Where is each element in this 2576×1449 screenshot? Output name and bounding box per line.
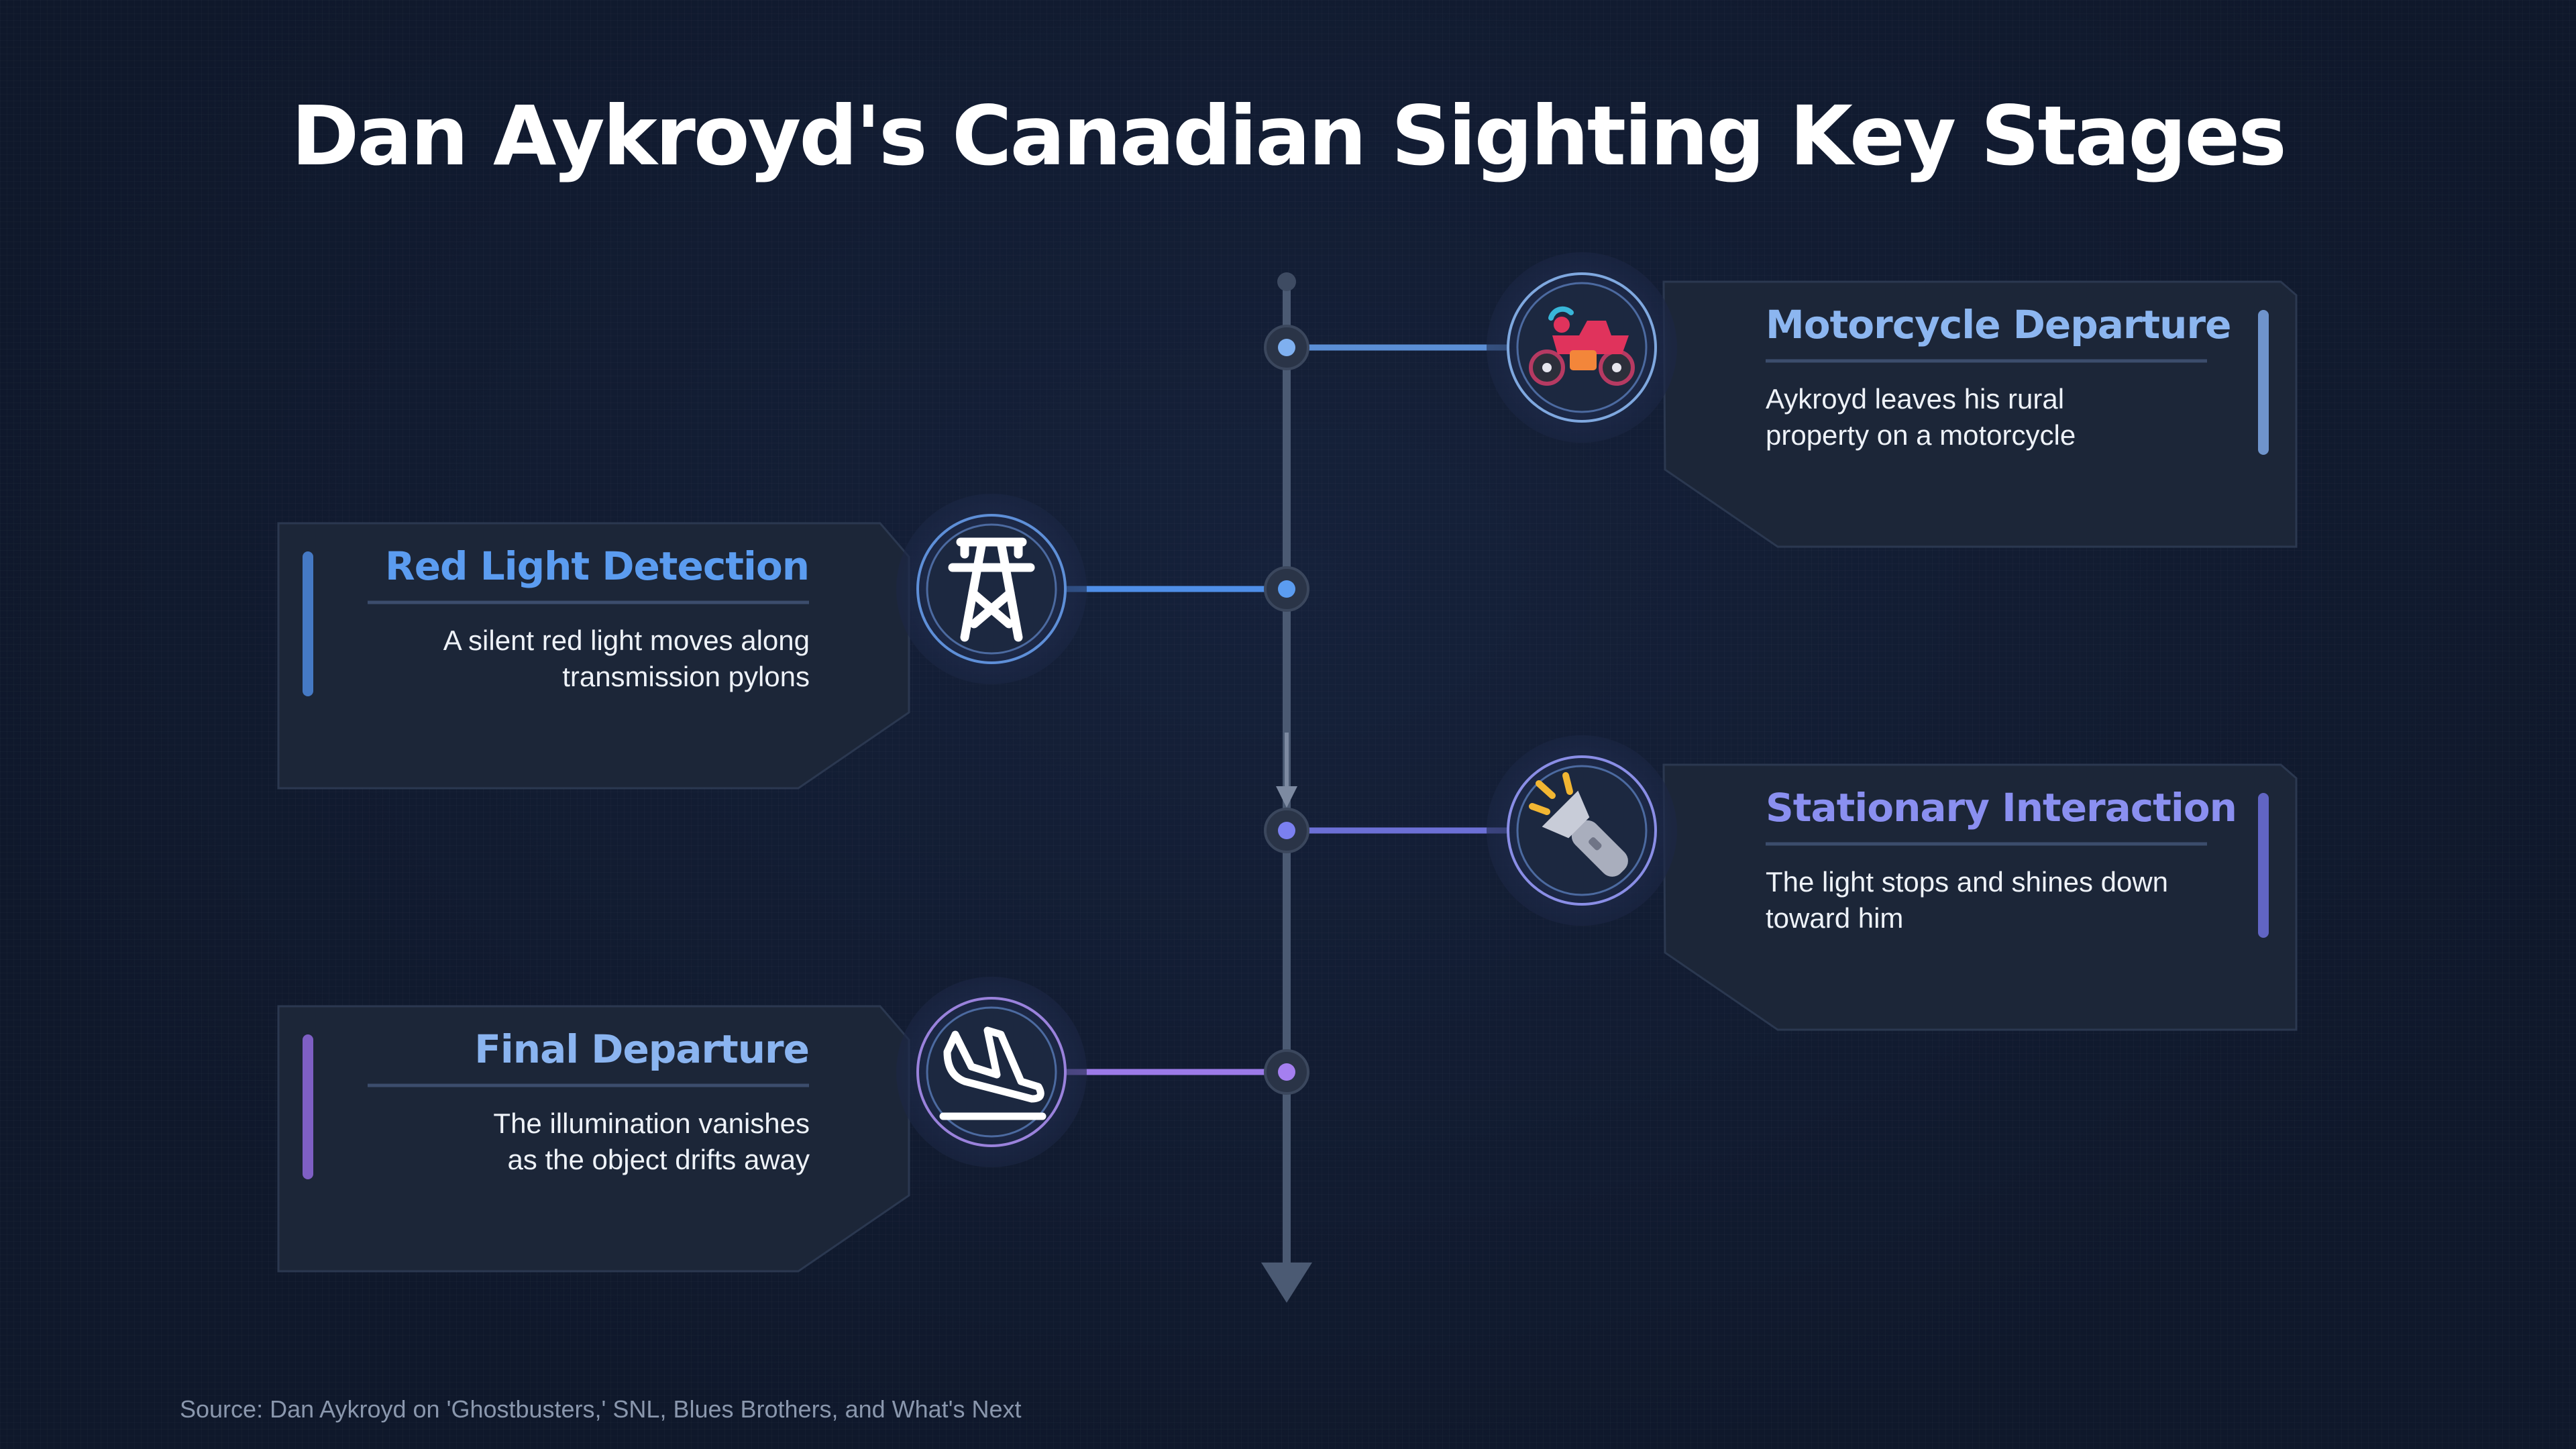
- stage-3-node-dot: [1278, 822, 1295, 839]
- stage-4-description: The illumination vanishes as the object …: [340, 1106, 810, 1178]
- stage-4-icon-ring-outer: [916, 997, 1067, 1147]
- stage-3-graphics: [1264, 735, 2298, 1031]
- stage-1-graphics: [1264, 252, 2298, 548]
- stage-2-description-line-2: transmission pylons: [562, 661, 810, 692]
- stage-4-graphics: [277, 977, 1309, 1273]
- stage-3-description-line-2: toward him: [1766, 902, 1904, 934]
- stage-1-description-line-1: Aykroyd leaves his rural: [1766, 383, 2065, 415]
- source-note: Source: Dan Aykroyd on 'Ghostbusters,' S…: [180, 1395, 1022, 1423]
- stage-4-card: [277, 1005, 910, 1273]
- stage-3-description-line-1: The light stops and shines down: [1766, 866, 2169, 898]
- timeline-mid-arrow-head: [1276, 786, 1297, 808]
- stage-4-description-line-2: as the object drifts away: [507, 1144, 810, 1175]
- stage-2-title: Red Light Detection: [385, 543, 810, 589]
- airplane-landing-icon: [939, 1026, 1046, 1120]
- page-title: Dan Aykroyd's Canadian Sighting Key Stag…: [291, 89, 2287, 184]
- transmission-tower-icon: [948, 537, 1035, 642]
- flashlight-icon: [1529, 772, 1628, 877]
- timeline-start-dot: [1277, 272, 1296, 291]
- stage-2-graphics: [277, 494, 1309, 790]
- stage-2-card: [277, 522, 910, 790]
- stage-4-node-dot: [1278, 1063, 1295, 1081]
- stage-1-description: Aykroyd leaves his rural property on a m…: [1766, 381, 2235, 453]
- stage-2-node-dot: [1278, 580, 1295, 598]
- stage-2-icon-ring-outer: [916, 514, 1067, 664]
- stage-1-title: Motorcycle Departure: [1766, 302, 2231, 347]
- stage-3-description: The light stops and shines down toward h…: [1766, 864, 2235, 936]
- stage-2-accent-bar: [303, 551, 313, 696]
- stage-3-card: [1662, 763, 2298, 1031]
- stage-3-icon-ring-outer: [1507, 755, 1657, 906]
- stage-3-title: Stationary Interaction: [1766, 785, 2237, 830]
- stage-4-accent-bar: [303, 1034, 313, 1179]
- stage-1-description-line-2: property on a motorcycle: [1766, 419, 2076, 451]
- stage-4-title: Final Departure: [474, 1026, 810, 1072]
- stage-2-icon-ring: [926, 523, 1057, 655]
- stage-4-description-line-1: The illumination vanishes: [493, 1108, 810, 1139]
- stage-2-description-line-1: A silent red light moves along: [443, 625, 810, 656]
- timeline-end-arrow: [1261, 1263, 1312, 1303]
- stage-1-icon-ring-outer: [1507, 272, 1657, 423]
- stage-3-accent-bar: [2258, 793, 2269, 938]
- stage-1-node-dot: [1278, 339, 1295, 356]
- motorcycle-icon: [1529, 306, 1635, 386]
- stage-1-card: [1662, 280, 2298, 548]
- stage-1-accent-bar: [2258, 310, 2269, 455]
- stage-2-description: A silent red light moves along transmiss…: [340, 623, 810, 695]
